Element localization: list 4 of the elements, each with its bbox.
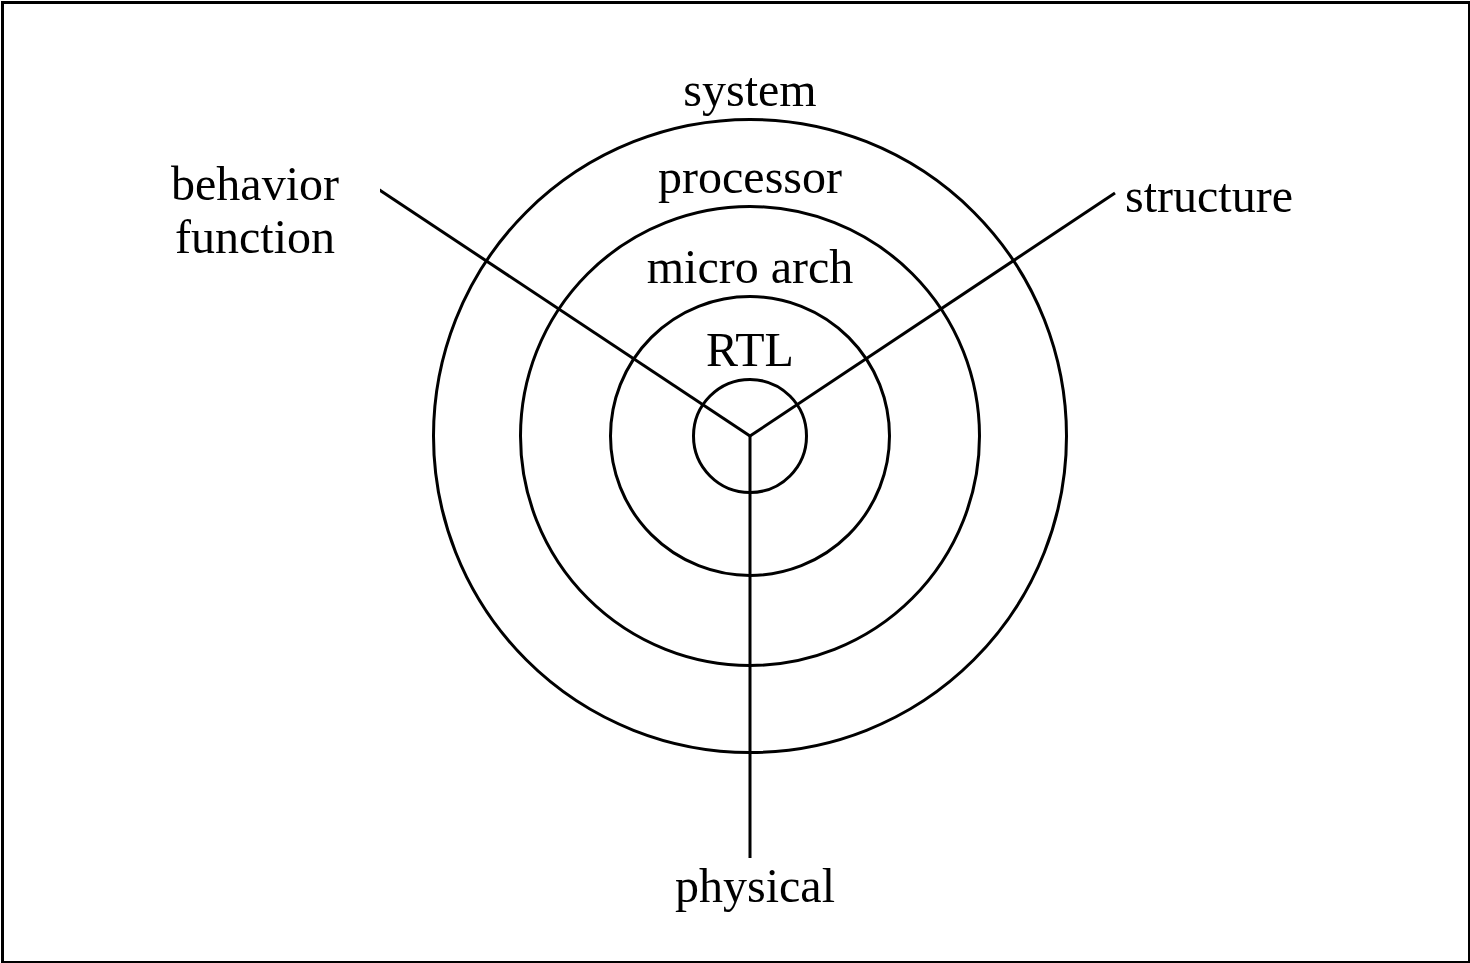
level-label: processor (658, 151, 842, 204)
level-label: RTL (706, 324, 794, 377)
level-label: system (683, 64, 817, 117)
level-label: micro arch (646, 241, 854, 294)
